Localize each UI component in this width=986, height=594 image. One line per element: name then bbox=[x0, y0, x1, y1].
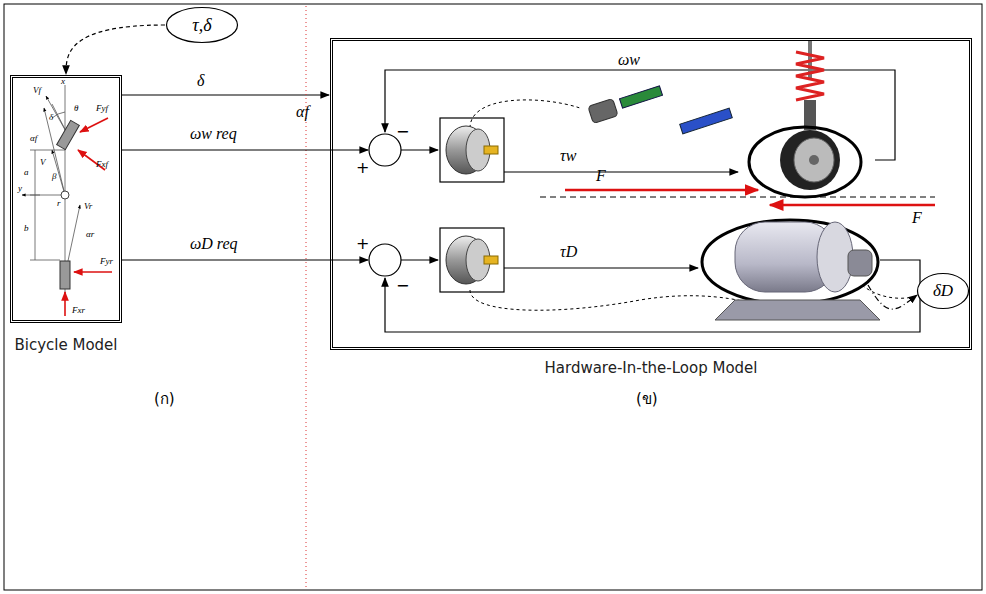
model-symbol: αf bbox=[30, 134, 37, 143]
node-text: δD bbox=[933, 281, 953, 301]
model-symbol: Fyf bbox=[96, 104, 108, 113]
model-symbol: θ bbox=[74, 104, 78, 113]
model-symbol: b bbox=[24, 224, 29, 233]
model-symbol: V bbox=[40, 158, 46, 167]
signal-label: F bbox=[596, 168, 606, 184]
model-symbol: r bbox=[57, 199, 61, 208]
model-symbol: Fxf bbox=[96, 160, 108, 169]
model-symbol: αr bbox=[86, 230, 94, 239]
signal-label: ωD req bbox=[190, 236, 238, 252]
model-symbol: Vf bbox=[33, 86, 41, 95]
model-symbol: Fyr bbox=[100, 257, 113, 266]
model-symbol: Vr bbox=[84, 202, 92, 211]
oval-node: δD bbox=[916, 272, 970, 310]
signal-label: αf bbox=[296, 104, 309, 120]
sign-label: − bbox=[396, 124, 409, 140]
signal-label: ωw req bbox=[190, 126, 237, 142]
signal-label: ωw bbox=[618, 52, 640, 68]
sign-label: + bbox=[356, 160, 369, 176]
model-symbol: a bbox=[24, 168, 29, 177]
edge-label: δ bbox=[196, 73, 205, 89]
model-symbol: δ bbox=[49, 113, 53, 122]
model-heading: Hardware-In-the-Loop Model bbox=[545, 359, 758, 377]
model-symbol: x bbox=[61, 77, 65, 86]
panel-label: (ก) bbox=[154, 392, 175, 407]
oval-node: τ,δ bbox=[165, 6, 239, 44]
connector bbox=[868, 285, 917, 309]
model-symbol: Fxr bbox=[72, 306, 85, 315]
sign-label: − bbox=[396, 278, 409, 294]
signal-label: τD bbox=[560, 244, 577, 260]
model-heading: Bicycle Model bbox=[14, 336, 117, 354]
signal-label: τw bbox=[560, 148, 576, 164]
panel-label: (ข) bbox=[636, 392, 658, 407]
model-symbol: β bbox=[52, 172, 56, 181]
node-text: τ,δ bbox=[192, 15, 211, 36]
signal-label: F bbox=[912, 210, 922, 226]
connector bbox=[122, 94, 329, 95]
sign-label: + bbox=[356, 236, 369, 252]
connector bbox=[66, 25, 165, 74]
model-symbol: y bbox=[18, 184, 22, 193]
model-box: Hardware-In-the-Loop Model bbox=[330, 38, 972, 350]
